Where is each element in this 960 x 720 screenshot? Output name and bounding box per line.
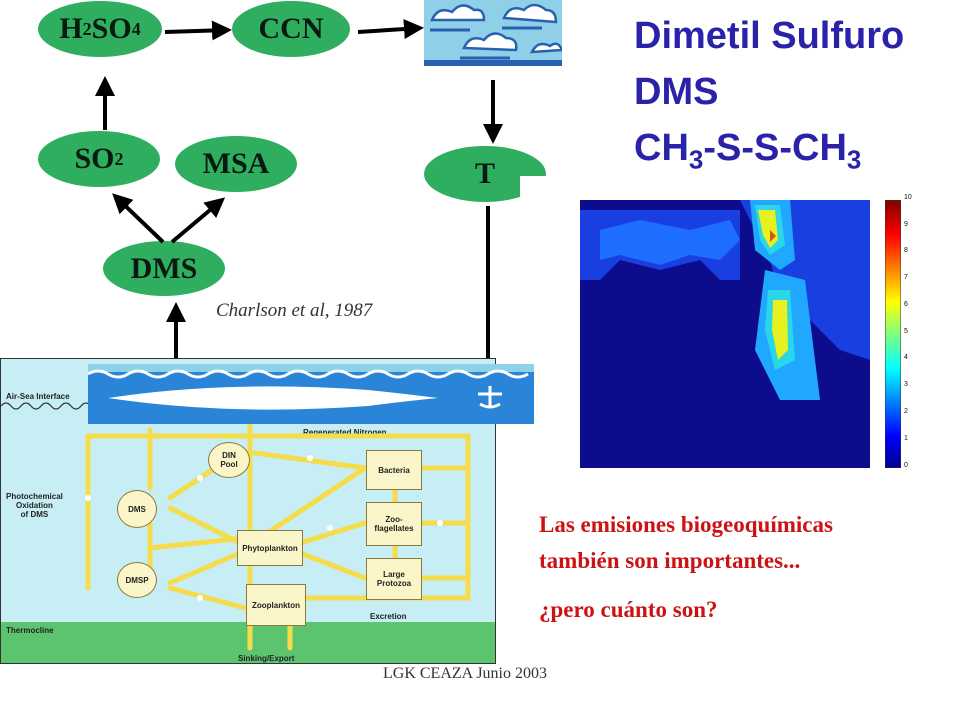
label-photochemical: Photochemical Oxidation of DMS <box>6 492 63 519</box>
formula-sub-2: 3 <box>846 144 862 175</box>
so2-so: SO <box>74 142 115 175</box>
formula-ch: CH <box>634 127 689 169</box>
label-thermocline: Thermocline <box>6 626 54 635</box>
arrow-h2so4-ccn <box>164 20 232 41</box>
photo-line-2: Oxidation <box>16 501 53 510</box>
note-line-2: también son importantes... <box>539 548 801 573</box>
label-air-sea: Air-Sea Interface <box>6 392 70 401</box>
photo-line-1: Photochemical <box>6 492 63 501</box>
note-line-3: ¿pero cuánto son? <box>539 597 718 622</box>
h2so4-sub-4: 4 <box>131 18 141 39</box>
label-regenerated-nitrogen: Regenerated Nitrogen <box>303 428 387 437</box>
waves-strip <box>88 364 534 424</box>
box-dms: DMS <box>117 490 157 528</box>
so2-sub: 2 <box>114 148 124 169</box>
box-dmsp: DMSP <box>117 562 157 598</box>
title-line-2: DMS <box>634 71 719 113</box>
citation: Charlson et al, 1987 <box>216 300 373 321</box>
cycle-arrows <box>95 19 503 384</box>
node-t-mask <box>520 176 560 206</box>
node-dms: DMS <box>103 241 225 296</box>
tick-6: 6 <box>904 301 908 308</box>
heatmap <box>580 200 870 468</box>
colorbar <box>885 200 901 468</box>
arrow-dms-so2 <box>112 193 165 244</box>
tick-4: 4 <box>904 354 908 361</box>
tick-7: 7 <box>904 274 908 281</box>
tick-3: 3 <box>904 381 908 388</box>
zoo-line-2: flagellates <box>374 524 414 533</box>
label-excretion: Excretion <box>370 612 407 621</box>
arrow-dms-msa <box>170 197 226 244</box>
photo-line-3: of DMS <box>20 510 49 519</box>
box-zooflagellates: Zoo-flagellates <box>366 502 422 546</box>
tick-8: 8 <box>904 247 908 254</box>
din-line-1: DIN <box>222 451 236 460</box>
formula-sub-1: 3 <box>688 144 704 175</box>
din-line-2: Pool <box>220 460 238 469</box>
h2so4-h: H <box>59 12 83 45</box>
tick-5: 5 <box>904 328 908 335</box>
note-line-1: Las emisiones biogeoquímicas <box>539 512 833 537</box>
clouds-panel <box>424 0 562 66</box>
title-line-1: Dimetil Sulfuro <box>634 15 905 57</box>
formula-middle: -S-S-CH <box>703 127 847 169</box>
label-sinking: Sinking/Export <box>238 654 295 663</box>
colorbar-ticks: 10 9 8 7 6 5 4 3 2 1 0 <box>904 194 924 474</box>
tick-2: 2 <box>904 408 908 415</box>
footer: LGK CEAZA Junio 2003 <box>383 665 547 682</box>
protozoa-line-1: Large <box>383 570 405 579</box>
tick-1: 1 <box>904 435 908 442</box>
protozoa-line-2: Protozoa <box>376 579 412 588</box>
box-zooplankton: Zooplankton <box>246 584 306 626</box>
tick-10: 10 <box>904 194 912 201</box>
anchor-icon <box>478 386 502 409</box>
formula: CH3-S-S-CH3 <box>634 126 861 182</box>
tick-0: 0 <box>904 462 908 469</box>
h2so4-so: SO <box>91 12 132 45</box>
formula-mask <box>520 176 960 200</box>
tick-9: 9 <box>904 221 908 228</box>
arrow-ccn-clouds <box>357 19 424 40</box>
zoo-line-1: Zoo- <box>385 515 403 524</box>
node-ccn: CCN <box>232 1 350 57</box>
node-msa: MSA <box>175 136 297 192</box>
h2so4-sub-2: 2 <box>82 18 92 39</box>
box-phytoplankton: Phytoplankton <box>237 530 303 566</box>
box-bacteria: Bacteria <box>366 450 422 490</box>
